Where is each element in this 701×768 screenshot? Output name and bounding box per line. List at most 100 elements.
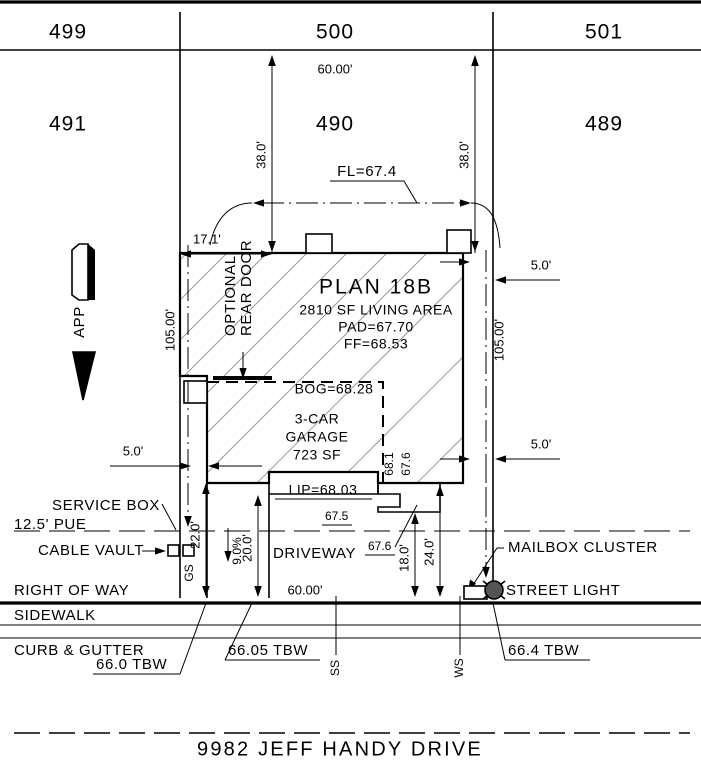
arrowhead-optional-door <box>239 368 247 379</box>
lot-number-499: 499 <box>49 21 87 44</box>
label-pue: 12.5' PUE <box>14 516 86 533</box>
lot-number-501: 501 <box>585 21 623 44</box>
arrowhead-17-right <box>261 250 272 258</box>
arrowhead-right-5-upper-inner <box>459 258 470 266</box>
arrowhead-left-5-inner <box>208 462 219 470</box>
dimension-left-setback-rear: 38.0' <box>253 141 268 169</box>
north-arrow <box>71 243 97 401</box>
label-lip: LIP=68.03 <box>289 482 358 498</box>
dimension-right-setback-rear: 38.0' <box>456 141 471 169</box>
mailbox-leader <box>472 547 498 586</box>
label-curb-gutter: CURB & GUTTER <box>14 642 144 659</box>
left-wing-protrusion <box>183 380 208 404</box>
arrowhead-18-down <box>411 586 419 597</box>
label-cable-vault: CABLE VAULT <box>38 542 144 559</box>
rear-protrusion-left <box>305 233 333 254</box>
dimension-right-front-18: 18.0' <box>396 544 411 572</box>
service-box-leader <box>161 503 177 531</box>
arrowhead-right-5-upper <box>495 276 506 284</box>
label-flow-line: FL=67.4 <box>337 163 397 180</box>
label-tbw-right: 66.4 TBW <box>508 642 579 659</box>
label-tbw-left: 66.0 TBW <box>96 656 167 673</box>
arrowhead-22-up <box>202 483 210 494</box>
label-garage-area: 723 SF <box>293 447 341 463</box>
north-arrow-label: APP <box>71 306 88 338</box>
label-garage: GARAGE <box>286 429 349 445</box>
dimension-rear-offset: 17.1' <box>193 231 221 246</box>
rear-protrusion-right <box>446 229 472 254</box>
arrowhead-left-depth-down <box>184 516 192 527</box>
dimension-driveway-depth: 20.0' <box>239 534 254 562</box>
label-mailbox-cluster: MAILBOX CLUSTER <box>508 539 658 556</box>
tbw-center-leader <box>224 602 253 661</box>
house-ff-elevation: FF=68.53 <box>344 336 408 352</box>
tbw-right-leader <box>492 602 506 661</box>
swale-curve-right <box>470 202 501 249</box>
arrowhead-right-38-down <box>471 241 479 252</box>
arrowhead-right-swale <box>482 567 490 578</box>
dimension-front-width: 60.00' <box>287 582 322 597</box>
dimension-right-depth: 105.00' <box>491 319 506 361</box>
mailbox-cluster-icon <box>463 585 488 600</box>
arrowhead-right-38-up <box>471 55 479 66</box>
arrowhead-17-left <box>180 250 191 258</box>
sheet-title: 9982 JEFF HANDY DRIVE <box>197 738 483 760</box>
dimension-left-side-lower: 5.0' <box>123 443 144 458</box>
arrowhead-right-5-lower-inner <box>459 455 470 463</box>
dimension-left-front: 22.0' <box>187 521 202 549</box>
label-driveway: DRIVEWAY <box>273 545 356 562</box>
dimension-right-front-24: 24.0' <box>421 538 436 566</box>
arrowhead-20-up <box>254 495 262 506</box>
flow-line-leader <box>403 180 418 204</box>
arrowhead-swale-left <box>253 199 264 207</box>
arrowhead-slope <box>224 551 232 562</box>
dimension-right-side-lower: 5.0' <box>531 436 552 451</box>
label-ss: SS <box>328 660 342 676</box>
arrowhead-cable-vault <box>155 547 166 555</box>
street-light-icon <box>482 580 506 600</box>
house-outline <box>178 251 465 485</box>
swale-curve-left <box>209 202 253 246</box>
dimension-right-side-upper: 5.0' <box>531 257 552 272</box>
lot-number-491: 491 <box>49 113 87 136</box>
label-elev-67-6-right: 67.6 <box>399 452 413 476</box>
label-street-light: STREET LIGHT <box>506 582 620 599</box>
arrowhead-right-5-lower <box>495 455 506 463</box>
lot-number-489: 489 <box>585 113 623 136</box>
label-elev-68-1: 68.1 <box>382 452 396 476</box>
label-gs: GS <box>182 564 196 581</box>
label-bog: BOG=68.28 <box>295 381 374 397</box>
arrowhead-left-5 <box>180 462 191 470</box>
lot-number-500: 500 <box>316 21 354 44</box>
label-elev-67-6-left: 67.6 <box>368 539 392 553</box>
service-box-icon <box>182 544 195 557</box>
dimension-rear-width: 60.00' <box>317 61 352 76</box>
label-ws: WS <box>452 658 466 677</box>
cable-vault-box <box>167 544 180 557</box>
label-garage-cars: 3-CAR <box>295 411 340 427</box>
arrowhead-20-down <box>254 586 262 597</box>
label-right-of-way: RIGHT OF WAY <box>14 582 129 599</box>
arrowhead-24-up <box>436 485 444 496</box>
lot-number-490: 490 <box>316 113 354 136</box>
arrowhead-left-38-down <box>268 241 276 252</box>
elev-67-6-leader <box>394 504 418 548</box>
house-pad-elevation: PAD=67.70 <box>338 319 413 335</box>
arrowhead-left-38-up <box>268 55 276 66</box>
house-living-area: 2810 SF LIVING AREA <box>299 302 453 318</box>
dimension-driveway-slope: 9.0% <box>230 537 244 565</box>
label-optional-rear-door-line2: REAR DOOR <box>238 240 255 336</box>
label-elev-67-5: 67.5 <box>325 509 349 523</box>
front-entry-walk <box>377 483 441 513</box>
garage-outline <box>207 381 384 483</box>
house-plan-name: PLAN 18B <box>319 276 433 299</box>
label-optional-rear-door-line1: OPTIONAL <box>222 255 239 336</box>
label-service-box: SERVICE BOX <box>52 497 160 514</box>
label-tbw-center: 66.05 TBW <box>228 642 308 659</box>
arrowhead-swale-right <box>460 199 471 207</box>
arrowhead-22-down <box>202 586 210 597</box>
tbw-left-leader <box>179 602 207 675</box>
arrowhead-24-down <box>436 586 444 597</box>
